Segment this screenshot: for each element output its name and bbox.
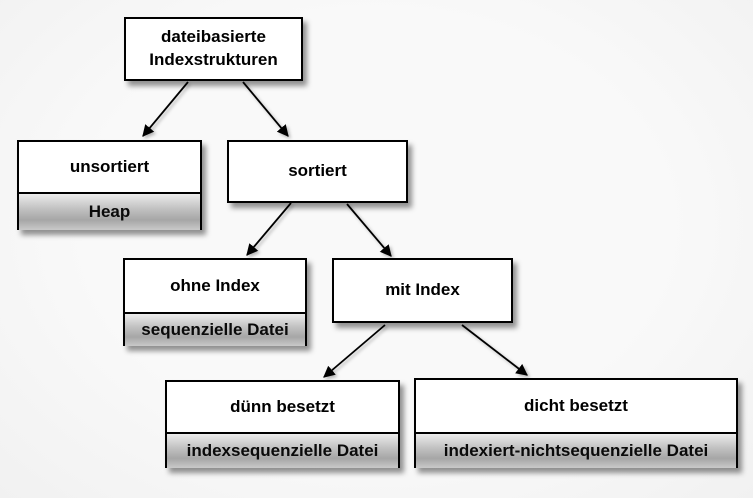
node-sortiert: sortiert xyxy=(227,140,408,203)
edge-sortiert-mit-index xyxy=(346,203,392,257)
node-sortiert-label: sortiert xyxy=(288,161,347,181)
edge-root-unsortiert xyxy=(142,81,189,137)
node-dicht-besetzt: dicht besetzt indexiert-nichtsequenziell… xyxy=(414,378,738,468)
edge-root-sortiert xyxy=(242,81,289,137)
node-unsortiert-sublabel: Heap xyxy=(19,192,200,230)
node-mit-index-label: mit Index xyxy=(385,280,460,300)
edge-sortiert-ohne-index xyxy=(246,202,292,256)
node-unsortiert-label: unsortiert xyxy=(69,156,150,176)
node-duenn-besetzt-sublabel: indexsequenzielle Datei xyxy=(167,432,398,468)
node-mit-index: mit Index xyxy=(332,258,513,323)
node-dicht-besetzt-label: dicht besetzt xyxy=(524,395,628,415)
node-duenn-besetzt-label: dünn besetzt xyxy=(230,396,335,416)
node-duenn-besetzt: dünn besetzt indexsequenzielle Datei xyxy=(165,380,400,468)
edge-mit-index-dicht-besetzt xyxy=(461,324,528,376)
node-unsortiert: unsortiert Heap xyxy=(17,140,202,230)
node-dicht-besetzt-sublabel: indexiert-nichtsequenzielle Datei xyxy=(416,432,736,468)
node-ohne-index-sublabel: sequenzielle Datei xyxy=(125,312,305,346)
node-root: dateibasierte Indexstrukturen xyxy=(124,17,303,81)
node-ohne-index-label: ohne Index xyxy=(170,275,260,295)
edge-mit-index-duenn-besetzt xyxy=(323,324,386,378)
node-root-label: dateibasierte Indexstrukturen xyxy=(149,27,278,69)
node-ohne-index: ohne Index sequenzielle Datei xyxy=(123,258,307,346)
